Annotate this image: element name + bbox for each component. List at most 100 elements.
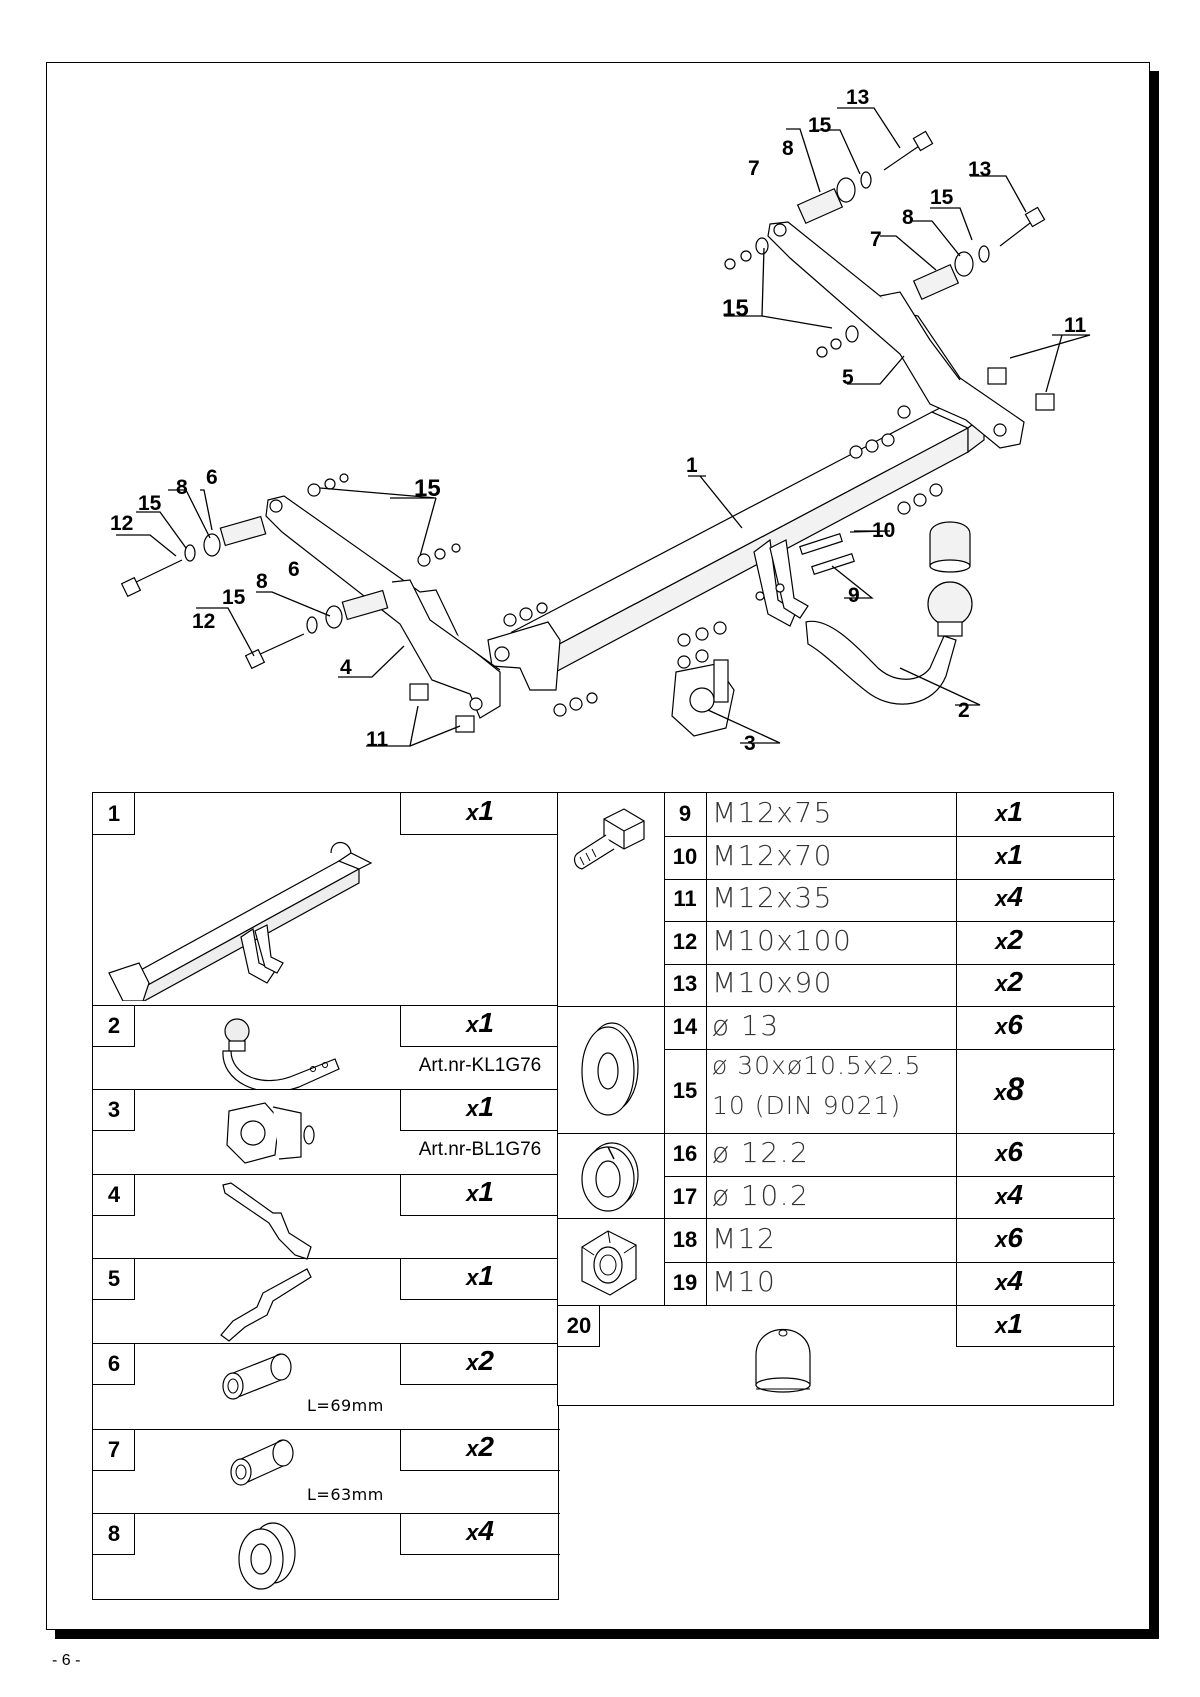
part-number: 19 <box>672 1270 698 1295</box>
parts-table-left: 1 2 3 4 5 6 7 8 x1 x1 x1 x1 x1 x2 x2 x4 … <box>92 792 560 1600</box>
part-quantity: x1 <box>466 1260 494 1291</box>
article-number: Art.nr-KL1G76 <box>418 1055 542 1076</box>
part-number: 14 <box>672 1014 698 1039</box>
part-quantity: x6 <box>995 1222 1023 1253</box>
callout-11a: 11 <box>366 728 389 751</box>
thick-washer-icon <box>238 1522 296 1590</box>
spacer-length: L=63mm <box>307 1485 384 1504</box>
part-quantity: x1 <box>466 795 494 826</box>
crossbar-part <box>487 401 986 691</box>
callout-labels: 1 2 3 4 5 6 6 7 7 8 8 8 8 9 10 11 11 12 … <box>110 86 1087 755</box>
part-number: 17 <box>672 1184 698 1209</box>
part-number: 18 <box>672 1227 698 1252</box>
callout-15d: 15 <box>930 186 954 209</box>
callout-7a: 7 <box>748 157 760 180</box>
callout-5: 5 <box>842 366 854 389</box>
part-quantity: x2 <box>995 924 1023 955</box>
callout-10: 10 <box>872 519 895 542</box>
part-number: 10 <box>672 844 698 869</box>
spacer-tube-short-icon <box>230 1439 294 1486</box>
part-number: 8 <box>107 1521 121 1546</box>
part-quantity: x2 <box>995 966 1023 997</box>
part-number: 12 <box>672 929 698 954</box>
exploded-assembly-drawing: 1 2 3 4 5 6 6 7 7 8 8 8 8 9 10 11 11 12 … <box>110 86 1091 755</box>
part-spec: M10x90 <box>712 966 833 999</box>
towball-part <box>799 521 973 705</box>
crossbar-icon <box>108 841 373 1001</box>
part-number: 2 <box>107 1013 121 1038</box>
part-spec: M12 <box>712 1222 777 1255</box>
part-number: 11 <box>673 886 697 911</box>
bolt-icon <box>573 808 645 870</box>
right-bracket-icon <box>220 1268 312 1342</box>
callout-12a: 12 <box>110 512 133 535</box>
callout-4: 4 <box>340 656 352 679</box>
part-number: 3 <box>107 1097 121 1122</box>
callout-12b: 12 <box>192 610 215 633</box>
part-quantity: x1 <box>995 796 1023 827</box>
part-number: 4 <box>107 1182 121 1207</box>
hex-nut-icon <box>581 1230 637 1296</box>
spacer-tube-icon <box>222 1353 292 1400</box>
part-number: 6 <box>107 1351 121 1376</box>
part-quantity: x6 <box>995 1136 1023 1167</box>
part-number: 20 <box>566 1313 592 1338</box>
part-spec: M10x100 <box>712 924 853 957</box>
part-quantity: x6 <box>995 1009 1023 1040</box>
part-spec: ø 12.2 <box>712 1136 810 1169</box>
callout-11b: 11 <box>1064 314 1087 337</box>
callout-6a: 6 <box>206 466 218 489</box>
part-quantity: x8 <box>993 1071 1025 1107</box>
callout-8b: 8 <box>256 570 268 593</box>
left-bracket-icon <box>222 1182 312 1260</box>
socket-plate-icon <box>226 1102 315 1164</box>
callout-8c: 8 <box>782 137 794 160</box>
socket-plate-part <box>671 621 735 737</box>
ball-cap-icon <box>755 1328 811 1393</box>
part-number: 16 <box>672 1141 698 1166</box>
spring-washer-icon <box>581 1142 639 1212</box>
callout-1: 1 <box>686 454 698 477</box>
part-quantity: x1 <box>466 1176 494 1207</box>
callout-15f: 15 <box>414 475 441 502</box>
part-quantity: x4 <box>995 881 1023 912</box>
part-spec: M12x35 <box>712 881 833 914</box>
right-bracket-assembly <box>724 130 1055 515</box>
part-spec: ø 10.2 <box>712 1179 810 1212</box>
part-number: 15 <box>672 1078 698 1103</box>
part-quantity: x1 <box>995 1308 1023 1339</box>
callout-2: 2 <box>958 699 970 722</box>
part-quantity: x2 <box>466 1431 494 1462</box>
part-spec: M12x70 <box>712 839 833 872</box>
callout-9: 9 <box>848 584 860 607</box>
washer-icon <box>581 1022 639 1116</box>
part-quantity: x1 <box>995 839 1023 870</box>
part-spec: ø 30xø10.5x2.5 <box>712 1051 922 1080</box>
left-bracket-assembly <box>120 473 598 733</box>
callout-7b: 7 <box>870 228 882 251</box>
parts-table-right: 9 10 11 12 13 14 15 16 17 18 19 20 M12x7… <box>557 792 1115 1406</box>
callout-15c: 15 <box>808 114 832 137</box>
callout-13b: 13 <box>968 158 991 181</box>
part-number: 13 <box>672 971 698 996</box>
part-number: 9 <box>678 801 692 826</box>
article-number: Art.nr-BL1G76 <box>418 1139 542 1160</box>
callout-13a: 13 <box>846 86 869 109</box>
callout-15e: 15 <box>722 295 749 322</box>
part-spec: M12x75 <box>712 796 833 829</box>
towball-icon <box>222 1018 340 1089</box>
part-number: 5 <box>107 1266 121 1291</box>
callout-8d: 8 <box>902 206 914 229</box>
part-spec: ø 13 <box>712 1009 780 1042</box>
part-number: 7 <box>107 1437 121 1462</box>
part-number: 1 <box>107 801 121 826</box>
callout-15a: 15 <box>138 492 162 515</box>
callout-15b: 15 <box>222 586 246 609</box>
part-spec-standard: 10 (DIN 9021) <box>712 1091 902 1120</box>
spacer-length: L=69mm <box>307 1396 384 1415</box>
part-quantity: x4 <box>995 1179 1023 1210</box>
callout-3: 3 <box>744 732 756 755</box>
leader-lines <box>116 107 1091 747</box>
page-number: - 6 - <box>52 1652 81 1669</box>
part-quantity: x4 <box>466 1515 494 1546</box>
